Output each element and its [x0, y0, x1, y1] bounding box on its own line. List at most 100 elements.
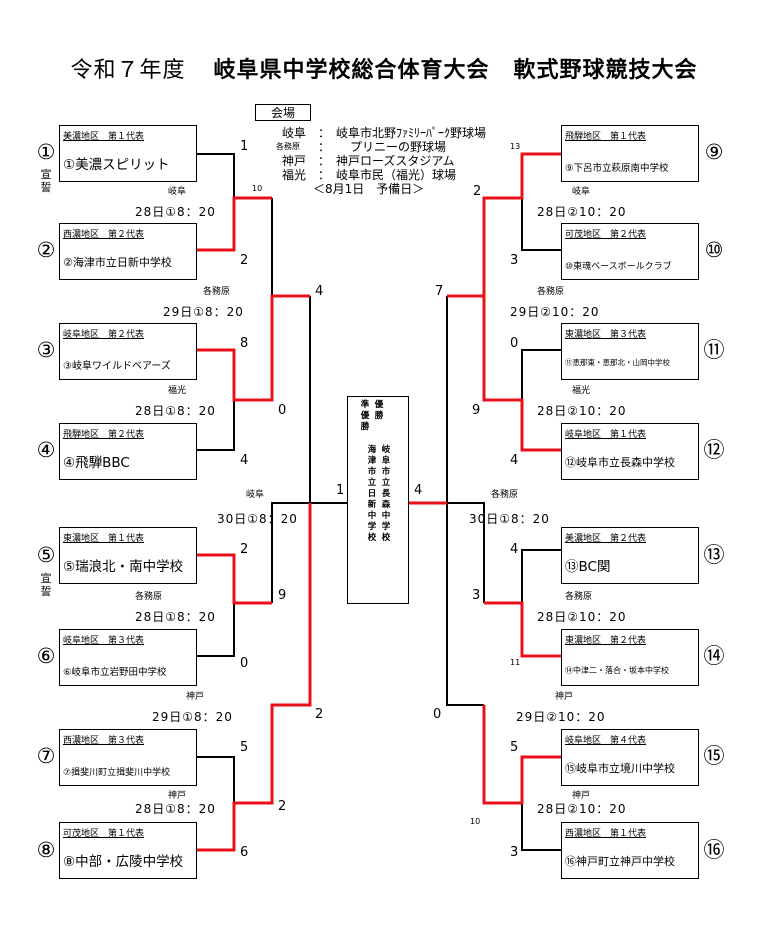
- score: 1: [336, 483, 345, 498]
- score: 8: [240, 336, 249, 351]
- team-name: ②海津市立日新中学校: [63, 256, 172, 269]
- score: 13: [510, 142, 521, 151]
- game-time: 28日②10：20: [537, 610, 627, 624]
- oath-label: 宣誓: [40, 572, 52, 598]
- team-name: ⑯神戸町立神戸中学校: [565, 855, 675, 868]
- team-name: ⑫岐阜市立長森中学校: [565, 456, 675, 469]
- score: 2: [315, 707, 324, 722]
- team-box: 岐阜地区 第１代表 ⑫岐阜市立長森中学校: [561, 423, 699, 480]
- score: 0: [510, 336, 519, 351]
- seed-number: ①: [36, 140, 56, 164]
- team-name: ⑬BC関: [565, 559, 611, 575]
- score: 3: [510, 845, 519, 860]
- team-name: ⑪恵那東・恵那北・山岡中学校: [565, 358, 670, 367]
- score: 0: [278, 403, 287, 418]
- team-name: ⑤瑞浪北・南中学校: [63, 559, 184, 575]
- team-region: 岐阜地区 第３代表: [63, 636, 145, 646]
- seed-number: ③: [36, 338, 56, 362]
- seed-number: ⑥: [36, 644, 56, 668]
- page-title: 令和７年度岐阜県中学校総合体育大会軟式野球競技大会: [0, 52, 768, 84]
- score: 2: [278, 799, 287, 814]
- game-time: 28日①8：20: [135, 404, 216, 418]
- team-name: ⑧中部・広陵中学校: [63, 854, 184, 870]
- score: 10: [252, 184, 263, 193]
- score: 4: [510, 542, 519, 557]
- seed-number: ④: [36, 438, 56, 462]
- score: 5: [510, 740, 519, 755]
- final-result-box: 準優勝 優勝 海津市立日新中学校 岐阜市立長森中学校: [347, 396, 409, 604]
- title-sub: 軟式野球競技大会: [513, 58, 698, 83]
- champion-team: 岐阜市立長森中学校: [381, 445, 391, 543]
- seed-number: ⑤: [36, 543, 56, 567]
- bracket-line: [521, 803, 561, 851]
- winner-line: [196, 553, 272, 605]
- bracket-line: [447, 502, 485, 603]
- team-name: ①美濃スピリット: [63, 157, 170, 173]
- game-venue: 岐阜: [168, 187, 187, 197]
- score: 3: [510, 253, 519, 268]
- bracket-line: [196, 153, 235, 198]
- bracket-line: [521, 198, 561, 251]
- game-time: 28日②10：20: [537, 205, 627, 219]
- team-name: ③岐阜ワイルドベアーズ: [63, 361, 171, 372]
- venue-place: 岐阜市民（福光）球場: [336, 168, 457, 182]
- champion-label: 優勝: [374, 400, 384, 421]
- score: 9: [278, 588, 287, 603]
- team-region: 東濃地区 第１代表: [63, 534, 145, 544]
- team-region: 岐阜地区 第４代表: [565, 736, 647, 746]
- team-name: ④飛騨BBC: [63, 455, 130, 471]
- team-name: ⑥岐阜市立岩野田中学校: [63, 667, 167, 678]
- bracket-line: [521, 549, 561, 603]
- score: 5: [240, 740, 249, 755]
- oath-label: 宣誓: [40, 168, 52, 194]
- game-venue: 岐阜: [246, 490, 265, 500]
- score: 4: [315, 284, 324, 299]
- bracket-line: [271, 502, 310, 603]
- team-name: ⑨下呂市立萩原南中学校: [565, 163, 669, 174]
- team-region: 飛騨地区 第１代表: [565, 132, 647, 142]
- bracket-line: [196, 603, 235, 657]
- team-name: ⑭中津二・落合・坂本中学校: [565, 666, 669, 675]
- seed-number: ⑧: [36, 838, 56, 862]
- venue-name: 福光: [282, 168, 307, 182]
- team-region: 美濃地区 第１代表: [63, 132, 145, 142]
- team-region: 可茂地区 第１代表: [63, 829, 145, 839]
- winner-line: [482, 296, 561, 452]
- team-name: ⑮岐阜市立境川中学校: [565, 762, 675, 775]
- game-time: 29日②10：20: [516, 710, 606, 724]
- seed-number: ⑬: [703, 543, 725, 567]
- winner-line: [196, 503, 312, 852]
- game-venue: 神戸: [186, 692, 205, 702]
- team-box: 飛騨地区 第２代表 ④飛騨BBC: [59, 423, 197, 480]
- winner-line: [482, 705, 561, 805]
- score: 2: [473, 184, 482, 199]
- team-box: 飛騨地区 第１代表 ⑨下呂市立萩原南中学校: [561, 125, 699, 182]
- venue-label-box: 会場: [255, 104, 311, 121]
- venue-place: プリニーの野球場: [350, 140, 447, 154]
- team-box: 東濃地区 第１代表 ⑤瑞浪北・南中学校: [59, 527, 197, 584]
- bracket-line: [196, 756, 235, 803]
- team-region: 岐阜地区 第１代表: [565, 430, 647, 440]
- seed-number: ⑦: [36, 744, 56, 768]
- score: 9: [472, 403, 481, 418]
- title-era: 令和７年度: [70, 58, 186, 83]
- score: 6: [240, 845, 249, 860]
- team-box: 美濃地区 第１代表 ①美濃スピリット: [59, 125, 197, 182]
- game-time: 28日②10：20: [537, 802, 627, 816]
- seed-number: ⑭: [703, 644, 725, 668]
- game-venue: 各務原: [203, 287, 231, 297]
- team-region: 西濃地区 第２代表: [63, 230, 145, 240]
- score: 7: [435, 284, 444, 299]
- game-venue: 神戸: [555, 692, 574, 702]
- venue-sep: ：: [318, 126, 331, 140]
- game-venue: 福光: [168, 386, 187, 396]
- team-region: 飛騨地区 第２代表: [63, 430, 145, 440]
- game-time: 28日②10：20: [537, 404, 627, 418]
- winner-line: [447, 152, 561, 298]
- game-time: 29日①8：20: [152, 710, 233, 724]
